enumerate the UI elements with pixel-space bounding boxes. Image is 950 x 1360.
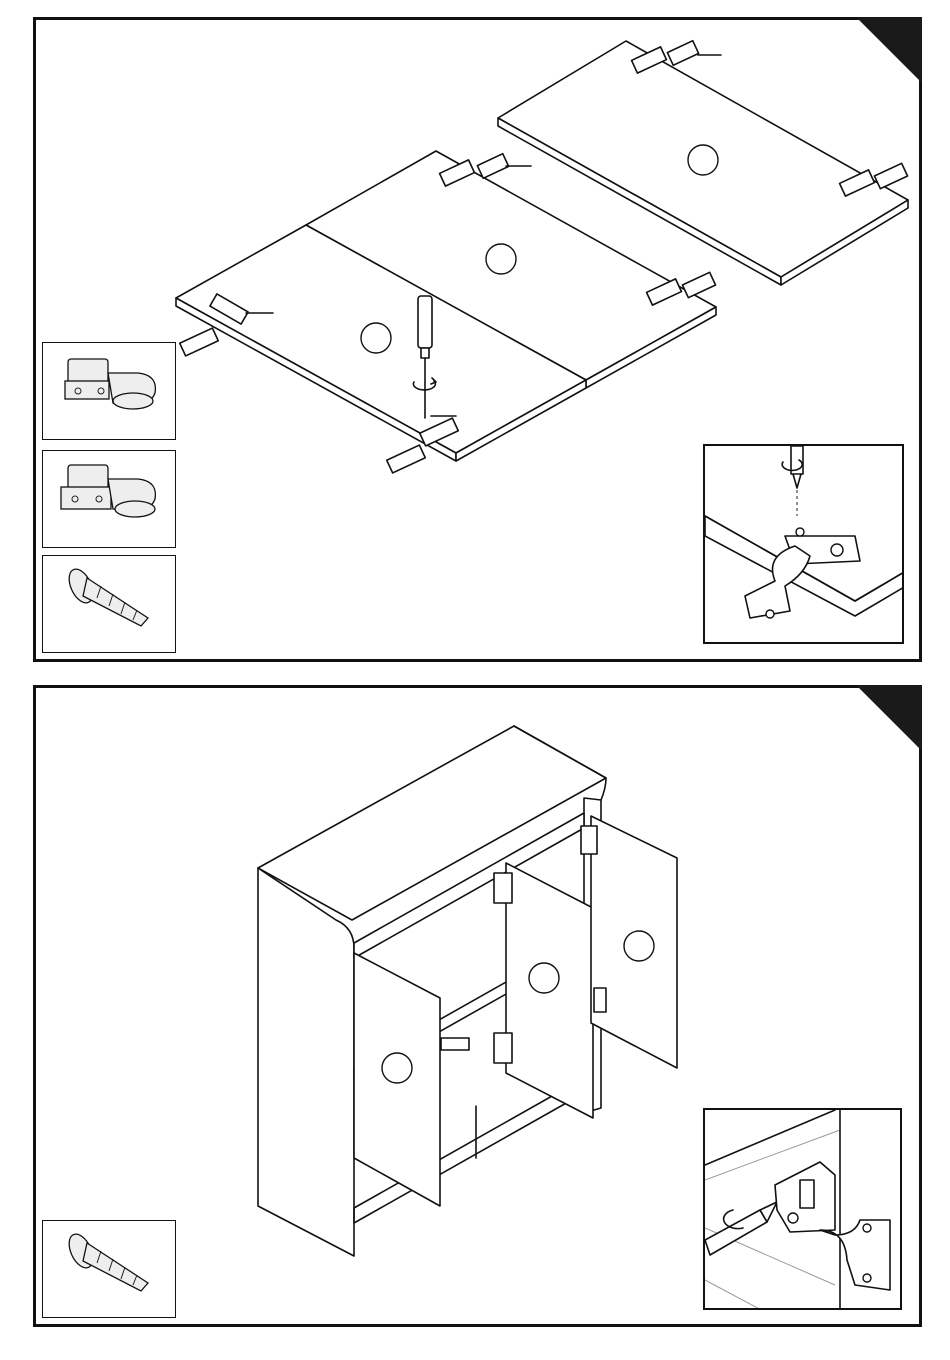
- cabinet-icon: [258, 726, 677, 1256]
- screw-icon: [64, 1230, 148, 1291]
- screwdriver-icon: [782, 446, 803, 516]
- door-1-marker: [382, 1053, 412, 1083]
- screwdriver-icon: [705, 1202, 777, 1255]
- part-hinge-b: [42, 450, 176, 548]
- step-2-detail-view: [703, 1108, 902, 1310]
- hinge-icon: [65, 359, 155, 409]
- part-screw: [42, 555, 176, 653]
- door-1-marker: [361, 323, 391, 353]
- hinge-icon: [441, 1038, 469, 1050]
- part-hinge-a: [42, 342, 176, 440]
- hinge-icon: [775, 1162, 890, 1290]
- door-2-marker: [529, 963, 559, 993]
- step-1-panel: [33, 17, 922, 662]
- step-2-panel: [33, 685, 922, 1327]
- hinge-icon: [494, 1033, 512, 1063]
- part-screw: [42, 1220, 176, 1318]
- step-1-detail-view: [703, 444, 904, 644]
- hinge-icon: [594, 988, 606, 1012]
- hinge-icon: [494, 873, 512, 903]
- screw-icon: [64, 565, 148, 626]
- hinge-icon: [581, 826, 597, 854]
- hinge-icon: [61, 465, 155, 517]
- door-3-marker: [624, 931, 654, 961]
- hinge-icon: [632, 41, 721, 73]
- door-3-marker: [688, 145, 718, 175]
- door-2-marker: [486, 244, 516, 274]
